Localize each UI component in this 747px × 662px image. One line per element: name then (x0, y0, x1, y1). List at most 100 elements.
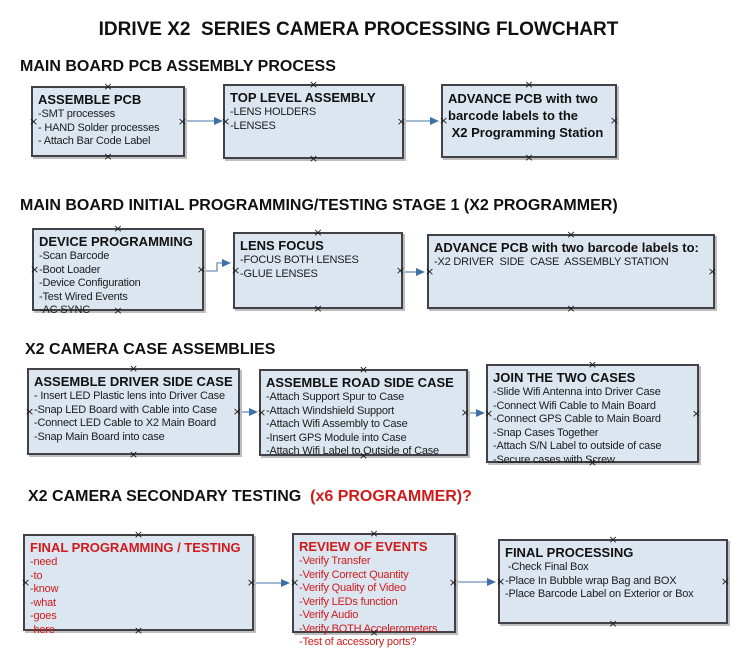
box-title: barcode labels to the (448, 108, 579, 123)
connector-arrow[interactable] (206, 259, 231, 272)
flow-box-final-programming-testing[interactable]: × × × × FINAL PROGRAMMING / TESTING -nee… (21, 528, 256, 636)
connection-point-icon: × (395, 263, 405, 277)
connection-point-icon: × (103, 150, 113, 163)
box-item: -Check Final Box (505, 561, 589, 573)
box-item: - Insert LED Plastic lens into Driver Ca… (34, 390, 225, 402)
box-item: -Snap LED Board with Cable into Case (34, 403, 217, 416)
flow-box-device-programming[interactable]: × × × × DEVICE PROGRAMMING -Scan Barcode… (30, 222, 206, 316)
connection-point-icon: × (691, 406, 701, 420)
box-title: JOIN THE TWO CASES (493, 370, 636, 385)
box-item: -LENS HOLDERS (230, 106, 317, 118)
connection-point-icon: × (133, 528, 144, 541)
box-item: -Verify Correct Quantity (299, 568, 409, 581)
flow-box-assemble-driver-side-case[interactable]: × × × × ASSEMBLE DRIVER SIDE CASE - Inse… (25, 362, 242, 460)
box-item: -Connect GPS Cable to Main Board (493, 413, 661, 425)
connection-point-icon: × (587, 358, 598, 371)
box-item: -Attach Support Spur to Case (266, 391, 405, 403)
box-item: -Place Barcode Label on Exterior or Box (505, 588, 694, 600)
connection-point-icon: × (707, 264, 717, 278)
connection-point-icon: × (221, 114, 231, 128)
box-item: -Connect Wifi Cable to Main Board (493, 399, 656, 412)
box-item: -Test Wired Events (39, 290, 128, 303)
connection-point-icon: × (177, 114, 187, 128)
connection-point-icon: × (484, 406, 494, 420)
connection-point-icon: × (587, 456, 598, 469)
box-item: -Verify Transfer (299, 555, 371, 567)
flow-box-review-of-events[interactable]: × × × × REVIEW OF EVENTS -Verify Transfe… (290, 527, 458, 648)
box-item: -Verify LEDs function (299, 595, 398, 608)
flow-box-final-processing[interactable]: × × × × FINAL PROCESSING -Check Final Bo… (496, 533, 730, 629)
connection-point-icon: × (448, 576, 458, 589)
connection-point-icon: × (358, 449, 369, 462)
connection-point-icon: × (608, 533, 618, 546)
connection-point-icon: × (396, 114, 406, 128)
box-item: -Scan Barcode (39, 250, 110, 262)
box-item: -Verify BOTH Accelerometers (299, 622, 438, 635)
box-item: - Attach Bar Code Label (38, 135, 151, 147)
connection-point-icon: × (25, 404, 35, 418)
connection-point-icon: × (566, 302, 576, 315)
box-item: -Verify Audio (299, 609, 359, 621)
box-item: -here (30, 623, 55, 636)
box-item: -Verify Quality of Video (299, 582, 406, 594)
box-item: -Attach Windshield Support (266, 404, 395, 417)
box-item: -Place In Bubble wrap Bag and BOX (505, 574, 677, 587)
box-title: ASSEMBLE DRIVER SIDE CASE (34, 374, 233, 389)
box-item: -know (30, 583, 59, 595)
connection-point-icon: × (128, 362, 139, 375)
box-item: -need (30, 556, 58, 568)
flow-box-assemble-pcb[interactable]: × × × × ASSEMBLE PCB -SMT processes - HA… (29, 80, 187, 162)
connection-point-icon: × (196, 262, 206, 276)
box-item: -to (30, 569, 43, 582)
connection-point-icon: × (369, 527, 379, 540)
connection-point-icon: × (439, 114, 449, 127)
flow-box-lens-focus[interactable]: × × × × LENS FOCUS -FOCUS BOTH LENSES -G… (231, 226, 405, 314)
box-item: -Boot Loader (39, 263, 101, 276)
box-item: -Snap Main Board into case (34, 430, 165, 443)
connection-point-icon: × (232, 404, 242, 418)
box-title: ASSEMBLE PCB (38, 92, 142, 107)
connection-point-icon: × (313, 226, 323, 239)
section-heading-case-assemblies: X2 CAMERA CASE ASSEMBLIES (25, 341, 276, 358)
box-title: FINAL PROGRAMMING / TESTING (30, 540, 241, 555)
connection-point-icon: × (113, 222, 123, 235)
connection-point-icon: × (358, 363, 369, 376)
connection-point-icon: × (29, 114, 39, 128)
connection-point-icon: × (113, 304, 123, 317)
box-title: DEVICE PROGRAMMING (39, 234, 193, 249)
connection-point-icon: × (128, 448, 139, 461)
box-title: LENS FOCUS (240, 238, 324, 253)
connection-point-icon: × (608, 617, 618, 630)
connection-point-icon: × (103, 80, 113, 93)
connection-point-icon: × (308, 78, 319, 91)
connection-point-icon: × (496, 574, 506, 588)
section-heading-black-part: X2 CAMERA SECONDARY TESTING (28, 488, 306, 505)
box-item: - HAND Solder processes (38, 121, 160, 134)
box-item: -LENSES (230, 119, 276, 132)
flow-box-advance-pcb-driver-side[interactable]: × × × × ADVANCE PCB with two barcode lab… (425, 229, 717, 314)
connection-point-icon: × (257, 405, 267, 419)
box-item: -Device Configuration (39, 277, 141, 289)
connection-point-icon: × (308, 152, 319, 165)
section-heading-pcb-assembly: MAIN BOARD PCB ASSEMBLY PROCESS (20, 58, 336, 75)
connection-point-icon: × (425, 264, 435, 278)
box-item: -Test of accessory ports? (299, 636, 417, 648)
flow-box-join-the-two-cases[interactable]: × × × × JOIN THE TWO CASES -Slide Wifi A… (484, 358, 701, 468)
box-item: -X2 DRIVER SIDE CASE ASSEMBLY STATION (434, 256, 669, 268)
box-item: -GLUE LENSES (240, 267, 318, 280)
flow-box-advance-pcb-programming-station[interactable]: × × × × ADVANCE PCB with two barcode lab… (439, 78, 619, 163)
box-item: -goes (30, 610, 57, 622)
flow-box-assemble-road-side-case[interactable]: × × × × ASSEMBLE ROAD SIDE CASE -Attach … (257, 363, 470, 461)
connection-point-icon: × (133, 624, 144, 637)
box-item: -Connect LED Cable to X2 Main Board (34, 417, 216, 429)
flow-box-top-level-assembly[interactable]: × × × × TOP LEVEL ASSEMBLY -LENS HOLDERS… (221, 78, 406, 164)
box-title: ASSEMBLE ROAD SIDE CASE (266, 375, 454, 390)
connection-point-icon: × (524, 78, 534, 91)
connection-point-icon: × (609, 114, 619, 127)
section-heading-red-part: (x6 PROGRAMMER)? (305, 488, 472, 505)
box-title: TOP LEVEL ASSEMBLY (230, 90, 376, 105)
box-title: FINAL PROCESSING (505, 545, 634, 560)
connection-point-icon: × (460, 405, 470, 419)
box-title: X2 Programming Station (448, 125, 604, 140)
connection-point-icon: × (246, 575, 256, 589)
